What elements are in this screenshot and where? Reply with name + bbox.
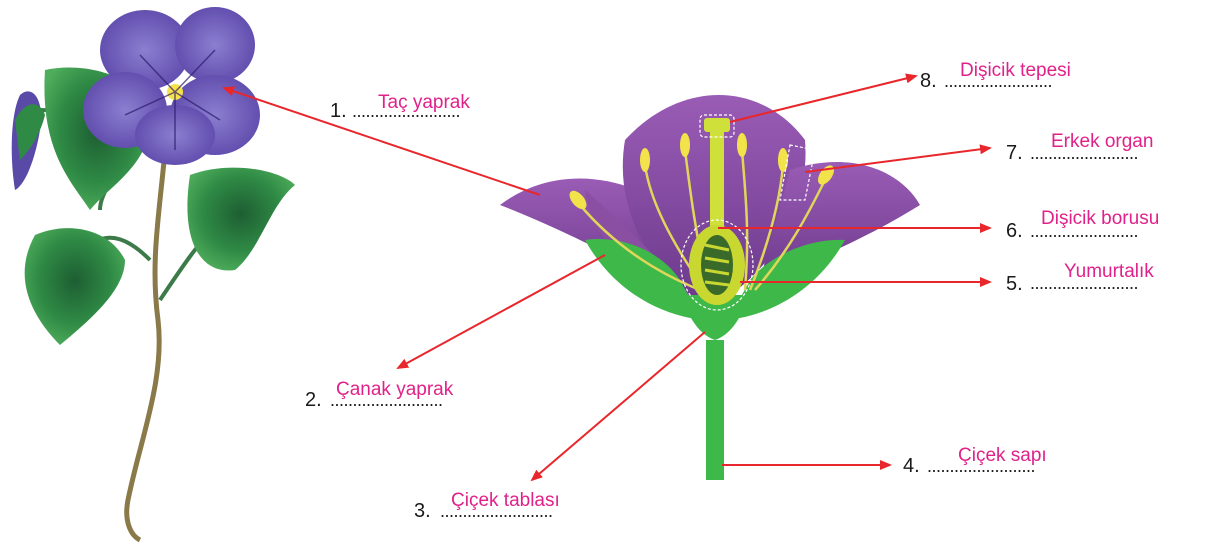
label-5-number: 5. xyxy=(1006,273,1023,296)
label-3-answer: Çiçek tablası xyxy=(451,490,560,512)
label-8-number: 8. xyxy=(920,70,937,93)
label-7-answer: Erkek organ xyxy=(1051,131,1153,153)
violet-flower xyxy=(83,7,260,165)
flower-cross-section-illustration xyxy=(500,95,920,480)
arrow-8 xyxy=(730,76,916,122)
arrow-7 xyxy=(805,148,990,172)
label-6-number: 6. xyxy=(1006,220,1023,243)
label-8-answer: Dişicik tepesi xyxy=(960,60,1071,82)
label-3-number: 3. xyxy=(414,500,431,523)
label-4-answer: Çiçek sapı xyxy=(958,445,1047,467)
label-6-answer: Dişicik borusu xyxy=(1041,208,1159,230)
violet-stem xyxy=(127,150,165,540)
label-5-answer: Yumurtalık xyxy=(1064,261,1154,283)
label-1-number: 1. xyxy=(330,100,347,123)
arrows xyxy=(224,76,990,480)
arrow-2 xyxy=(398,255,605,368)
arrow-3 xyxy=(532,332,705,480)
label-2-number: 2. xyxy=(305,389,322,412)
stigma xyxy=(704,118,730,132)
label-2-answer: Çanak yaprak xyxy=(336,379,453,401)
label-7-number: 7. xyxy=(1006,142,1023,165)
violet-plant-illustration xyxy=(12,7,295,540)
violet-leaf-left xyxy=(25,228,125,345)
flower-stem xyxy=(706,340,724,480)
style xyxy=(710,125,724,235)
violet-leaf-right xyxy=(187,168,295,271)
label-1-answer: Taç yaprak xyxy=(378,92,470,114)
label-4-number: 4. xyxy=(903,455,920,478)
